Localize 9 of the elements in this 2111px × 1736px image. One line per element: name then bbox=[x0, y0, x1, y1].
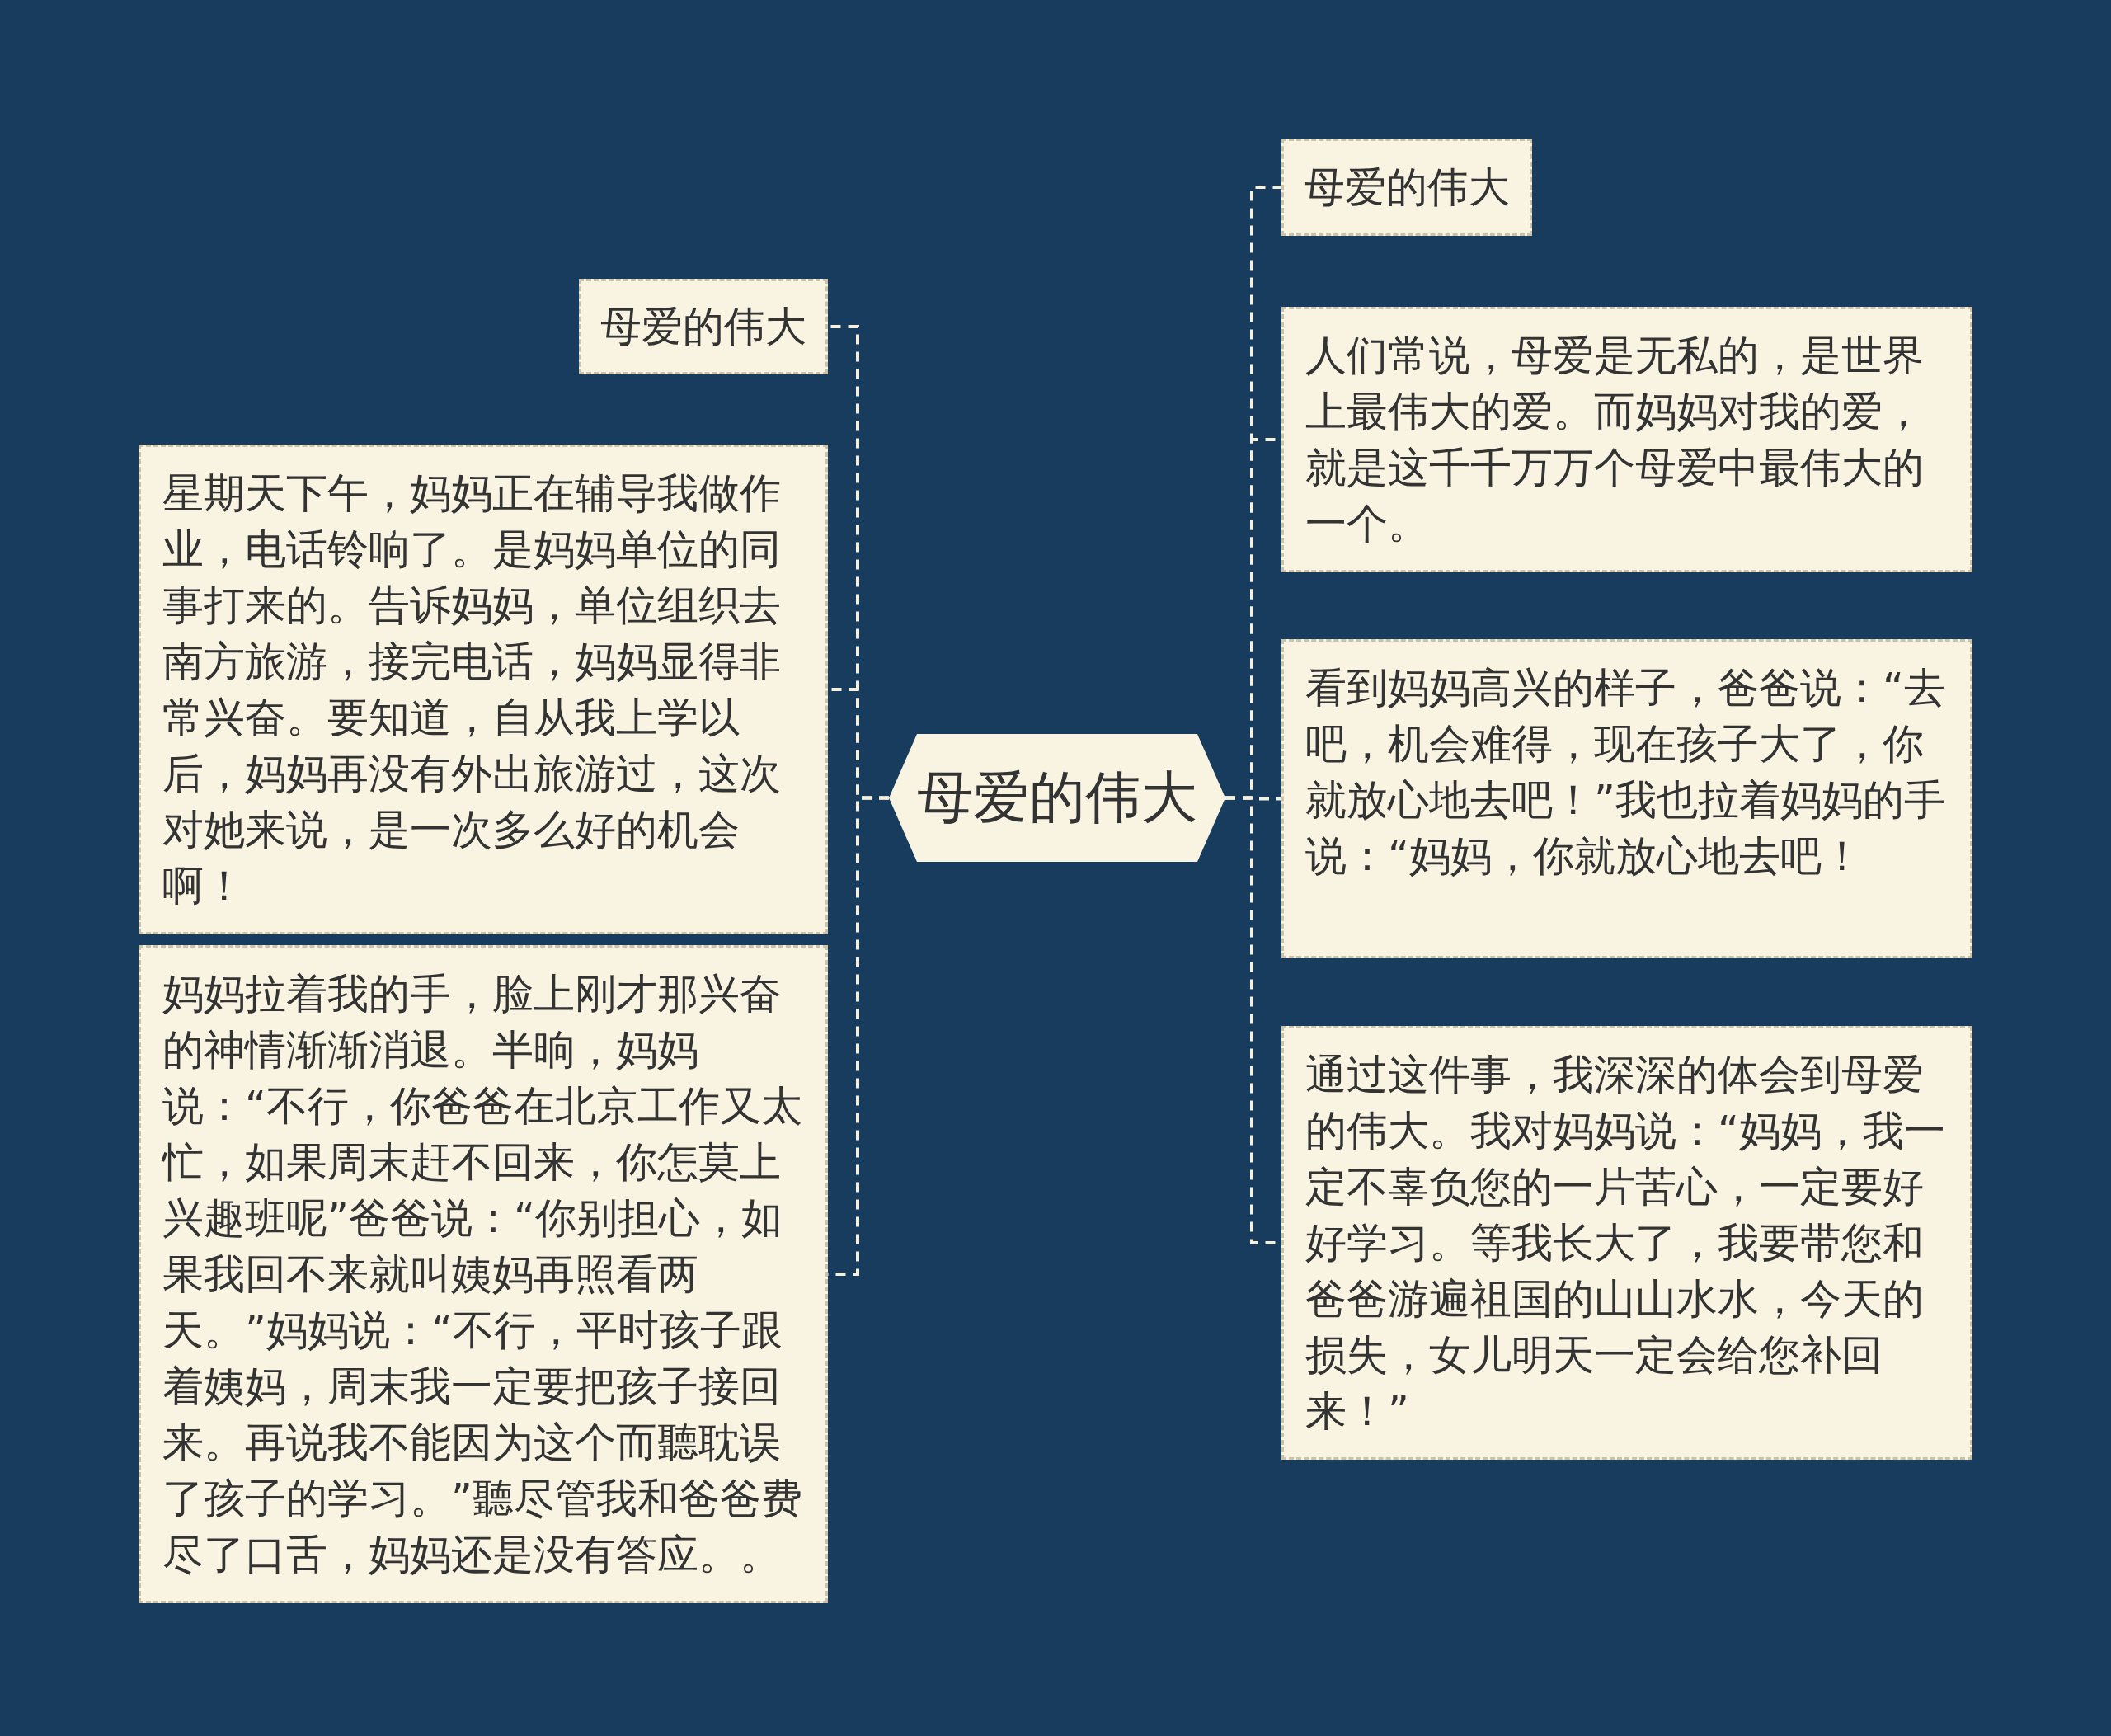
text-box: 人们常说，母爱是无私的，是世界上最伟大的爱。而妈妈对我的爱，就是这千千万万个母爱中最伟大的一个。 bbox=[1281, 307, 1972, 572]
text-box: 通过这件事，我深深的体会到母爱的伟大。我对妈妈说：“妈妈，我一定不辜负您的一片苦心，一定要好好学习。等我长大了，我要带您和爸爸游遍祖国的山山水水，今天的损失，女儿明天一定会给您补回来！” bbox=[1281, 1026, 1972, 1460]
text-box: 妈妈拉着我的手，脸上刚才那兴奋的神情渐渐消退。半晌，妈妈说：“不行，你爸爸在北京工作又太忙，如果周末赶不回来，你怎莫上兴趣班呢”爸爸说：“你别担心，如果我回不来就叫姨妈再照看两天。”妈妈说：“不行，平时孩子跟着姨妈，周末我一定要把孩子接回来。再说我不能因为这个而聽耽误了孩子的学习。”聽尽管我和爸爸费尽了口舌，妈妈还是没有答应。。 bbox=[139, 945, 828, 1603]
topic-text: 母爱的伟大 bbox=[917, 764, 1197, 831]
subtopic-box: 母爱的伟大 bbox=[1281, 139, 1532, 236]
text-box: 看到妈妈高兴的样子，爸爸说：“去吧，机会难得，现在孩子大了，你就放心地去吧！”我也拉着妈妈的手说：“妈妈，你就放心地去吧！ bbox=[1281, 639, 1972, 958]
central-topic-hexagon bbox=[889, 734, 1225, 862]
subtopic-box: 母爱的伟大 bbox=[579, 279, 828, 374]
text-box: 星期天下午，妈妈正在辅导我做作业，电话铃响了。是妈妈单位的同事打来的。告诉妈妈，单位组织去南方旅游，接完电话，妈妈显得非常兴奋。要知道，自从我上学以后，妈妈再没有外出旅游过，这次对她来说，是一次多么好的机会啊！ bbox=[139, 445, 828, 934]
